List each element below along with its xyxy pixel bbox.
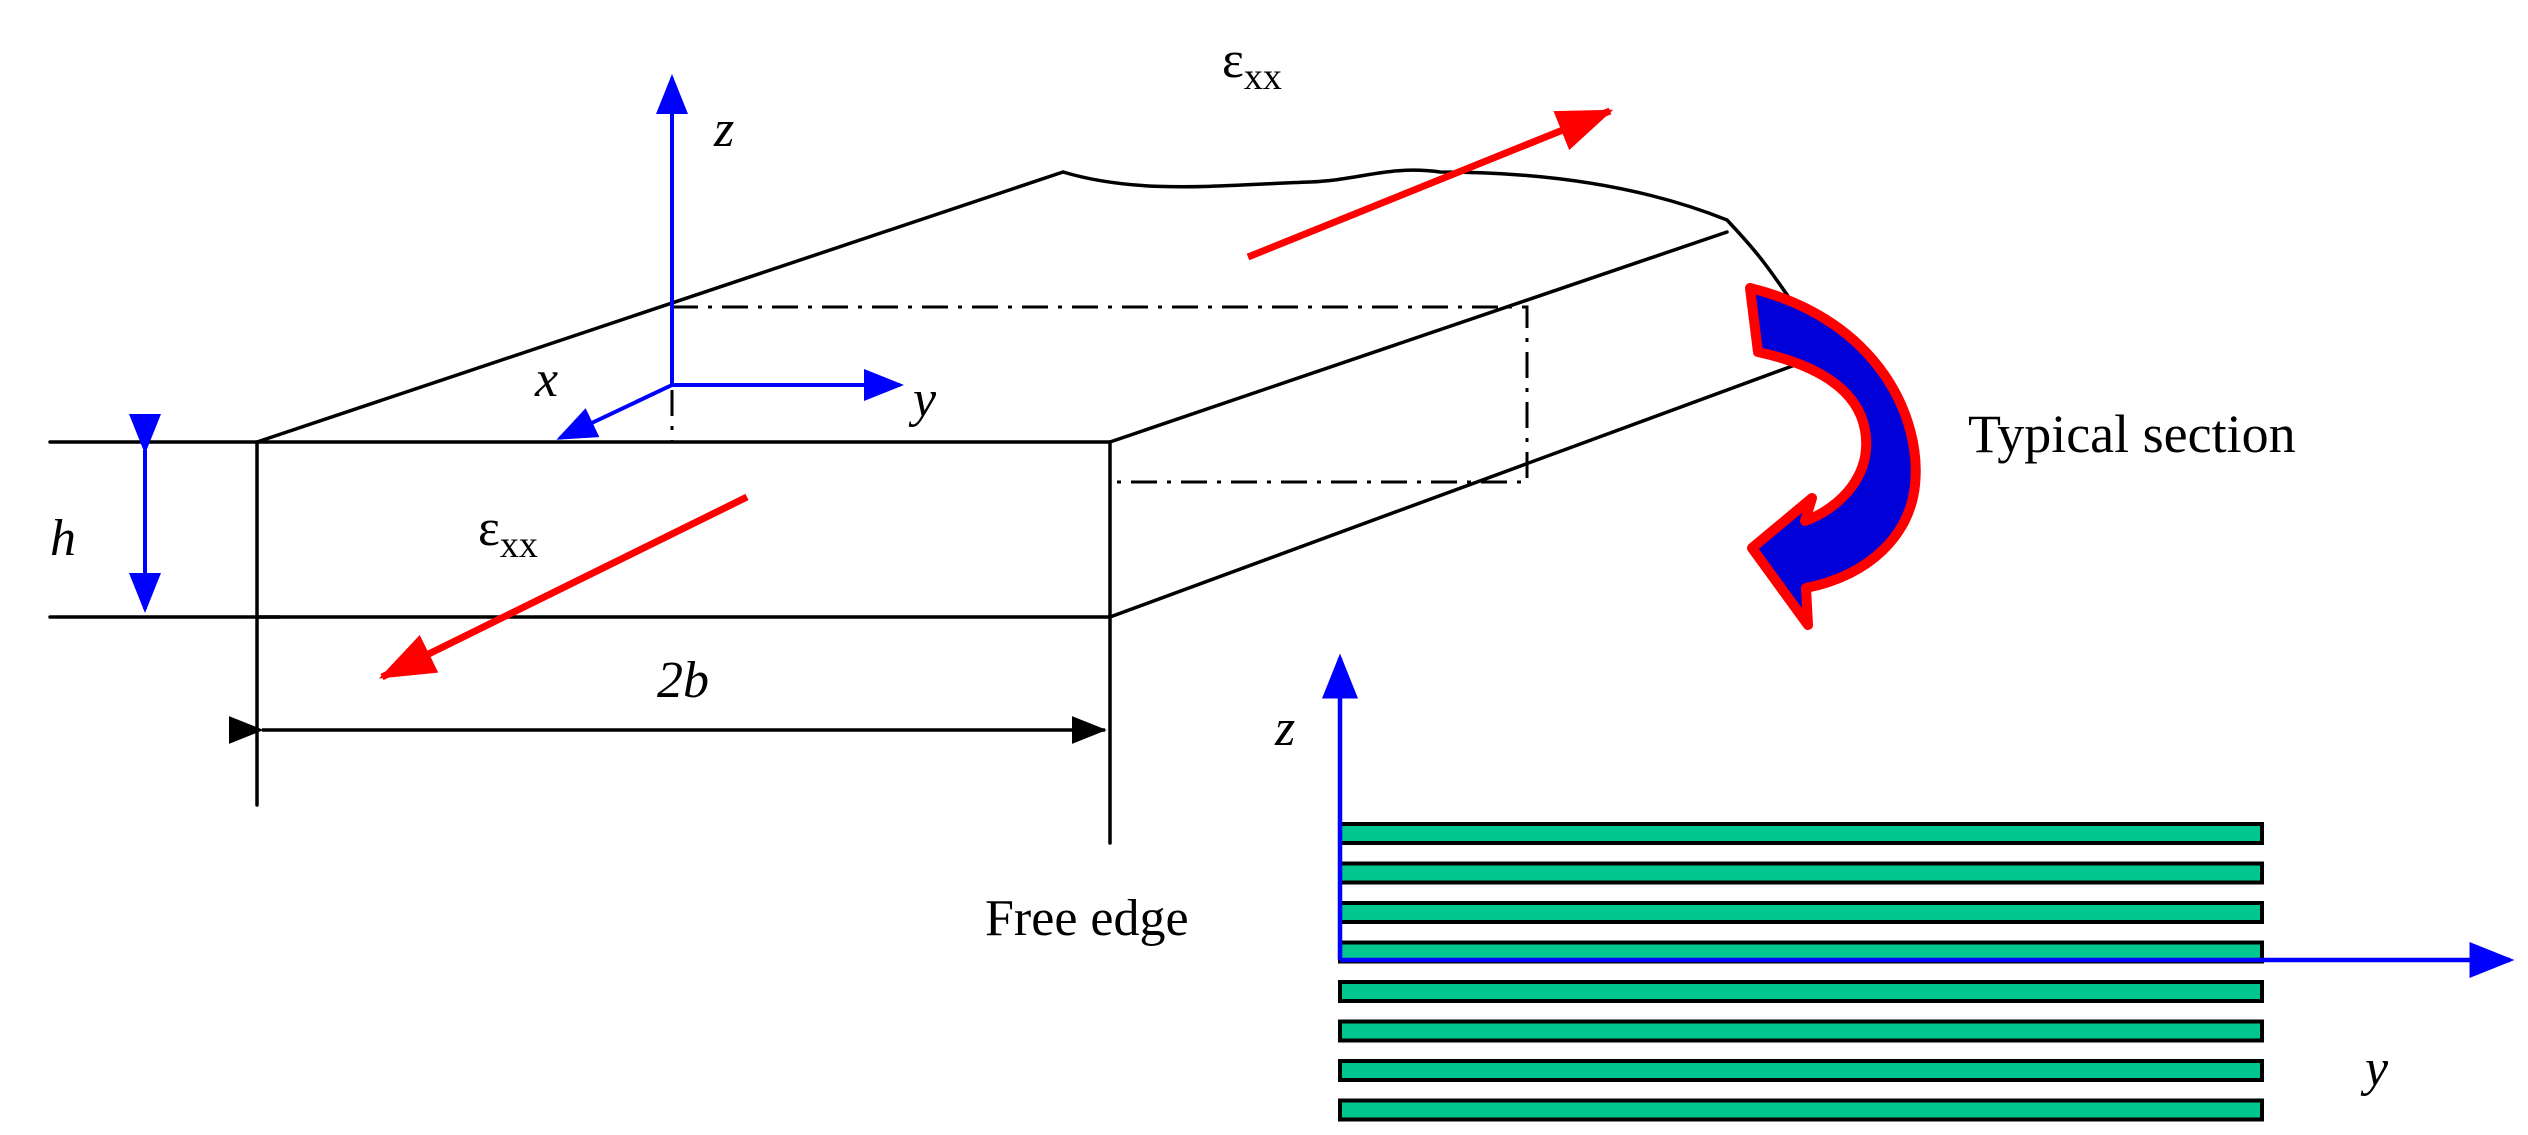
main-axes: z x y (534, 74, 937, 440)
strain-label-front: εxx (478, 500, 538, 566)
axis-x-main-label: x (534, 351, 558, 408)
ply-layer (1338, 822, 2264, 845)
width-label: 2b (657, 652, 709, 709)
typical-section-label: Typical section (1968, 404, 2296, 464)
free-edge-label: Free edge (985, 890, 1189, 947)
strain-arrows: εxx εxx (378, 32, 1614, 681)
layer-stack (1338, 822, 2264, 1122)
axis-z-section-label: z (1274, 700, 1295, 757)
section-trace (670, 305, 1529, 484)
block-top-face-right-edge (1108, 230, 1729, 444)
block-wavy-cut-edge (1061, 168, 1794, 304)
laminate-section: z y Free edge (985, 653, 2515, 1122)
strain-arrow-top (1246, 107, 1614, 261)
ply-layer (1338, 901, 2264, 924)
axis-y-main-label: y (908, 371, 937, 428)
ply-layer (1338, 980, 2264, 1003)
strain-arrow-front (378, 493, 749, 681)
ply-layer (1338, 1019, 2264, 1043)
axis-y-section-label: y (2360, 1040, 2389, 1097)
x-axis-arrow (556, 383, 673, 440)
thickness-label: h (50, 510, 76, 567)
width-dimension: 2b (228, 652, 1107, 744)
typical-section-curved-arrow (1745, 283, 1921, 630)
axis-z-main-label: z (713, 101, 734, 158)
strain-label-top: εxx (1222, 32, 1282, 98)
thickness-dimension: h (50, 414, 161, 613)
block-bottom-right-edge (1108, 363, 1797, 619)
ply-layer (1338, 861, 2264, 885)
ply-layer (1338, 1059, 2264, 1082)
ply-layer (1338, 1098, 2264, 1122)
block-top-face-back-edge (255, 170, 1065, 444)
laminate-block (48, 168, 1797, 845)
